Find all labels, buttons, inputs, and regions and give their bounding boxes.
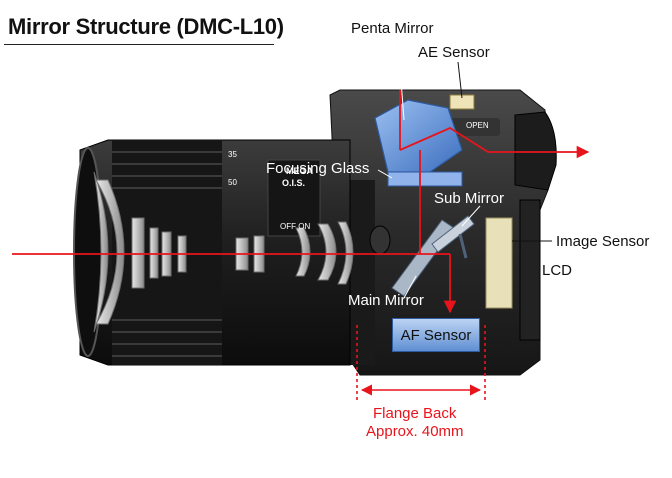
label-flange-back: Flange Back xyxy=(373,405,457,422)
lens-barrel xyxy=(73,139,351,366)
penta-mirror xyxy=(374,99,463,187)
label-flange-distance: Approx. 40mm xyxy=(366,423,464,440)
lens-marking-mega: MEGA xyxy=(286,166,313,176)
label-focusing-glass: Focusing Glass xyxy=(266,160,370,177)
lens-marking-ois: O.I.S. xyxy=(282,178,306,188)
lens-marking-35: 35 xyxy=(228,150,237,159)
af-sensor-box: AF Sensor xyxy=(392,318,480,352)
front-element xyxy=(93,171,109,333)
label-lcd: LCD xyxy=(542,262,573,279)
image-sensor xyxy=(485,217,513,309)
label-sub-mirror: Sub Mirror xyxy=(434,190,505,207)
title-underline xyxy=(4,44,274,45)
body-marking-open: OPEN xyxy=(466,121,489,130)
lens-marking-50: 50 xyxy=(228,178,237,187)
lens-release-button xyxy=(369,225,391,255)
flange-back-dimension xyxy=(356,325,486,403)
focusing-glass xyxy=(387,171,463,187)
leader-lines xyxy=(377,39,552,299)
page-title: Mirror Structure (DMC-L10) xyxy=(8,14,284,39)
label-penta-mirror: Penta Mirror xyxy=(351,20,434,37)
light-path xyxy=(12,90,590,314)
label-image-sensor: Image Sensor xyxy=(556,233,650,250)
label-main-mirror: Main Mirror xyxy=(348,292,424,309)
lcd-panel xyxy=(519,199,541,341)
lens-marking-off-on: OFF ON xyxy=(280,222,311,231)
label-af-sensor: AF Sensor xyxy=(400,326,472,344)
label-ae-sensor: AE Sensor xyxy=(418,44,490,61)
focus-ring xyxy=(112,140,222,365)
